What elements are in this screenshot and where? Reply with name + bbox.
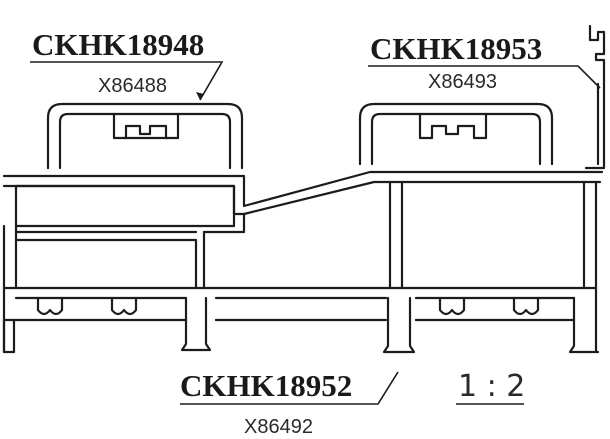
right-sash-profile xyxy=(358,102,554,166)
left-sash-profile xyxy=(46,102,244,170)
frame-profile-subcode: X86492 xyxy=(244,416,313,438)
label-leaders xyxy=(30,61,601,405)
right-profile-subcode: X86493 xyxy=(428,71,497,93)
frame-profile-code: CKHK18952 xyxy=(180,368,352,403)
left-profile-code: CKHK18948 xyxy=(32,27,204,62)
right-profile-code: CKHK18953 xyxy=(370,31,542,66)
right-hook-profile xyxy=(584,24,606,170)
left-profile-subcode: X86488 xyxy=(98,75,167,97)
drawing-scale: 1 : 2 xyxy=(458,369,525,404)
main-frame-profile xyxy=(2,170,604,354)
